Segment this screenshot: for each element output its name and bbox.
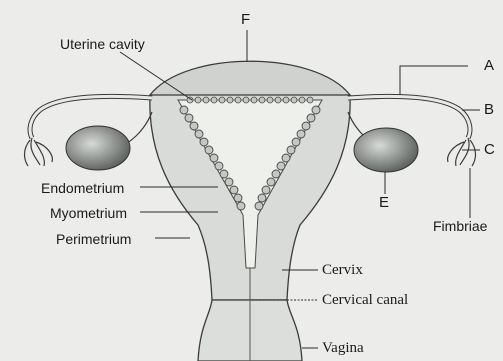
- label-fimbriae: Fimbriae: [433, 218, 487, 234]
- label-perimetrium: Perimetrium: [56, 231, 131, 247]
- right-ovary: [354, 128, 418, 172]
- label-vagina: Vagina: [322, 340, 364, 356]
- label-f: F: [241, 12, 250, 28]
- right-fimbriae: [448, 138, 476, 166]
- label-myometrium: Myometrium: [50, 205, 127, 221]
- fundus: [150, 61, 350, 95]
- label-cervix: Cervix: [322, 262, 363, 278]
- label-uterine-cavity: Uterine cavity: [60, 36, 145, 52]
- left-ovary: [66, 126, 130, 170]
- left-fimbriae: [25, 138, 53, 166]
- label-a: A: [484, 58, 494, 74]
- label-e: E: [379, 195, 389, 211]
- label-cervical-canal: Cervical canal: [322, 292, 408, 308]
- right-fallopian-tube: [348, 96, 470, 138]
- label-endometrium: Endometrium: [41, 180, 124, 196]
- label-c: C: [484, 142, 495, 158]
- label-b: B: [484, 102, 494, 118]
